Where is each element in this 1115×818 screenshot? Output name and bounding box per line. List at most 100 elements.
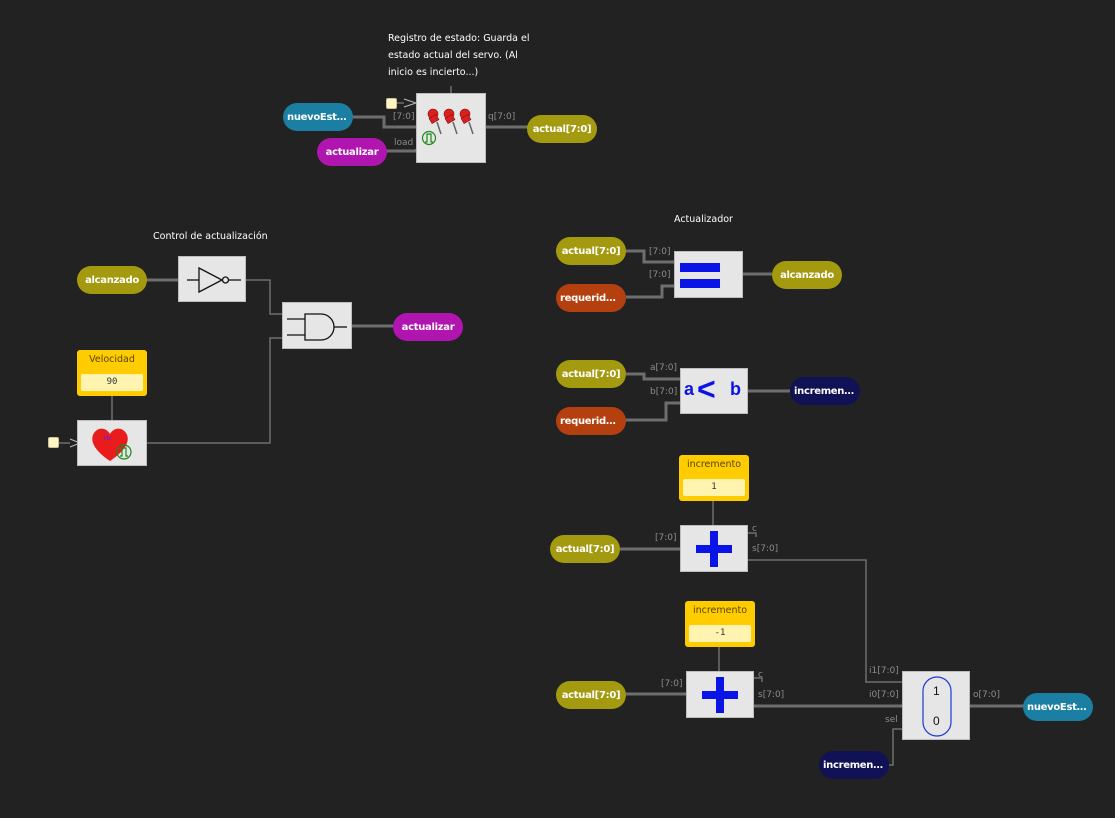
velocidad-title: Velocidad (89, 354, 135, 365)
port-label-mux-i1: i1[7:0] (869, 666, 899, 676)
velocidad-constant[interactable]: Velocidad 90 (77, 350, 147, 396)
port-label-lt-a: a[7:0] (650, 363, 678, 373)
wire-add1-c (748, 532, 757, 537)
pin-incrementar-out[interactable]: incrementar (790, 377, 860, 405)
wire-actualizar-load (386, 149, 418, 153)
pin-requerido-lt[interactable]: requerido[7... (556, 407, 626, 435)
port-label-mux-sel: sel (885, 715, 898, 725)
incremento-constant-1[interactable]: incremento 1 (679, 455, 749, 501)
clock-hz-label: Hz (104, 436, 112, 442)
incremento-constant-2[interactable]: incremento -1 (685, 601, 755, 647)
pin-label: actualizar (401, 321, 455, 333)
wire-incrementar-sel (888, 728, 902, 766)
port-label-eq-a: [7:0] (649, 247, 671, 257)
pin-alcanzado-out[interactable]: alcanzado (772, 261, 842, 289)
and-gate-icon (287, 313, 347, 341)
pin-label: requerido[7... (560, 415, 626, 427)
wire-not-and (246, 279, 282, 315)
equals-comparator-block[interactable] (674, 251, 743, 298)
pin-actual-eq[interactable]: actual[7:0] (556, 237, 626, 265)
pin-nuevo-estado-out[interactable]: nuevoEstad... (1023, 693, 1093, 721)
plus-icon (702, 677, 738, 713)
clock-block[interactable]: Hz (77, 420, 147, 466)
mux-input-0-label: 0 (933, 714, 940, 728)
pin-label: actual[7:0] (561, 245, 621, 257)
pin-alcanzado-in[interactable]: alcanzado (77, 266, 147, 294)
pin-actualizar-in[interactable]: actualizar (317, 138, 387, 166)
and-gate-block[interactable] (282, 302, 352, 349)
incremento-1-value-field[interactable]: 1 (683, 479, 745, 496)
lt-operator-icon: < (697, 371, 716, 407)
incremento-2-value-field[interactable]: -1 (689, 625, 751, 642)
pin-label: alcanzado (85, 274, 139, 286)
pin-label: nuevoEstad... (287, 111, 353, 123)
not-gate-icon (187, 266, 241, 294)
pin-nuevo-estado-in[interactable]: nuevoEstad... (283, 103, 353, 131)
comment-registro: Registro de estado: Guarda el estado act… (388, 33, 530, 78)
port-label-add2-in: [7:0] (661, 679, 683, 689)
port-label-lt-b: b[7:0] (650, 387, 678, 397)
pin-incrementar-in[interactable]: incrementar (819, 751, 889, 779)
pin-actualizar-out[interactable]: actualizar (393, 313, 463, 341)
adder-block-1[interactable] (680, 525, 748, 572)
multiplexer-block[interactable]: 1 0 (902, 671, 970, 740)
wire-clock-and (146, 337, 282, 444)
pin-actual-add1[interactable]: actual[7:0] (550, 535, 620, 563)
port-label-mux-o: o[7:0] (973, 690, 1001, 700)
incremento-2-title: incremento (692, 605, 748, 616)
less-than-comparator-block[interactable]: a < b (680, 368, 748, 414)
port-label-eq-b: [7:0] (649, 270, 671, 280)
pushpin-icon (421, 108, 474, 146)
pin-label: actual[7:0] (561, 689, 621, 701)
wire-add1-mux-i1 (748, 559, 902, 683)
pin-label: actual[7:0] (555, 543, 615, 555)
clock-input-arrow-reg (403, 98, 418, 108)
pin-label: requerido[7... (560, 292, 626, 304)
pin-label: incrementar (823, 759, 889, 771)
clock-edge-icon (421, 130, 437, 146)
adder-block-2[interactable] (686, 671, 754, 718)
not-gate-block[interactable] (178, 256, 246, 302)
heart-clock-icon (92, 428, 132, 461)
port-label-add2-c: c (758, 670, 763, 680)
pin-label: alcanzado (780, 269, 834, 281)
pin-label: actual[7:0] (561, 368, 621, 380)
comment-control: Control de actualización (153, 231, 268, 242)
wire-nuevo-estado-reg (352, 115, 416, 129)
wire-add2-c (754, 677, 763, 682)
port-label-mux-i0: i0[7:0] (869, 690, 899, 700)
port-label-reg-q: q[7:0] (488, 112, 516, 122)
lt-a-label: a (684, 379, 695, 399)
port-label-add2-s: s[7:0] (758, 690, 785, 700)
mux-input-1-label: 1 (933, 684, 940, 698)
pin-label: actual[7:0] (532, 123, 592, 135)
pin-requerido-eq[interactable]: requerido[7... (556, 284, 626, 312)
pin-actual-add2[interactable]: actual[7:0] (556, 681, 626, 709)
register-block[interactable] (416, 93, 486, 163)
equals-icon (680, 263, 720, 288)
pin-actual-out-reg[interactable]: actual[7:0] (527, 115, 597, 143)
plus-icon (696, 531, 732, 567)
wire-actual-eq (626, 249, 674, 264)
port-label-add1-s: s[7:0] (752, 544, 779, 554)
clock-edge-icon (116, 444, 132, 460)
lt-b-label: b (730, 379, 741, 399)
port-label-reg-load: load (394, 138, 414, 148)
wire-actual-lt (626, 372, 680, 381)
clock-enable-checkbox[interactable] (48, 437, 59, 448)
comment-actualizador: Actualizador (674, 214, 733, 225)
incremento-1-title: incremento (686, 459, 742, 470)
wire-requerido-lt (626, 401, 680, 422)
wire-requerido-eq (626, 284, 674, 299)
pin-label: nuevoEstad... (1027, 701, 1093, 713)
register-clock-checkbox[interactable] (386, 98, 397, 109)
port-label-add1-c: c (752, 524, 757, 534)
pin-label: actualizar (325, 146, 379, 158)
port-label-add1-in: [7:0] (655, 533, 677, 543)
pin-actual-lt[interactable]: actual[7:0] (556, 360, 626, 388)
velocidad-value-field[interactable]: 90 (81, 374, 143, 391)
mux-icon (922, 676, 952, 737)
pin-label: incrementar (794, 385, 860, 397)
port-label-reg-d: [7:0] (393, 112, 415, 122)
